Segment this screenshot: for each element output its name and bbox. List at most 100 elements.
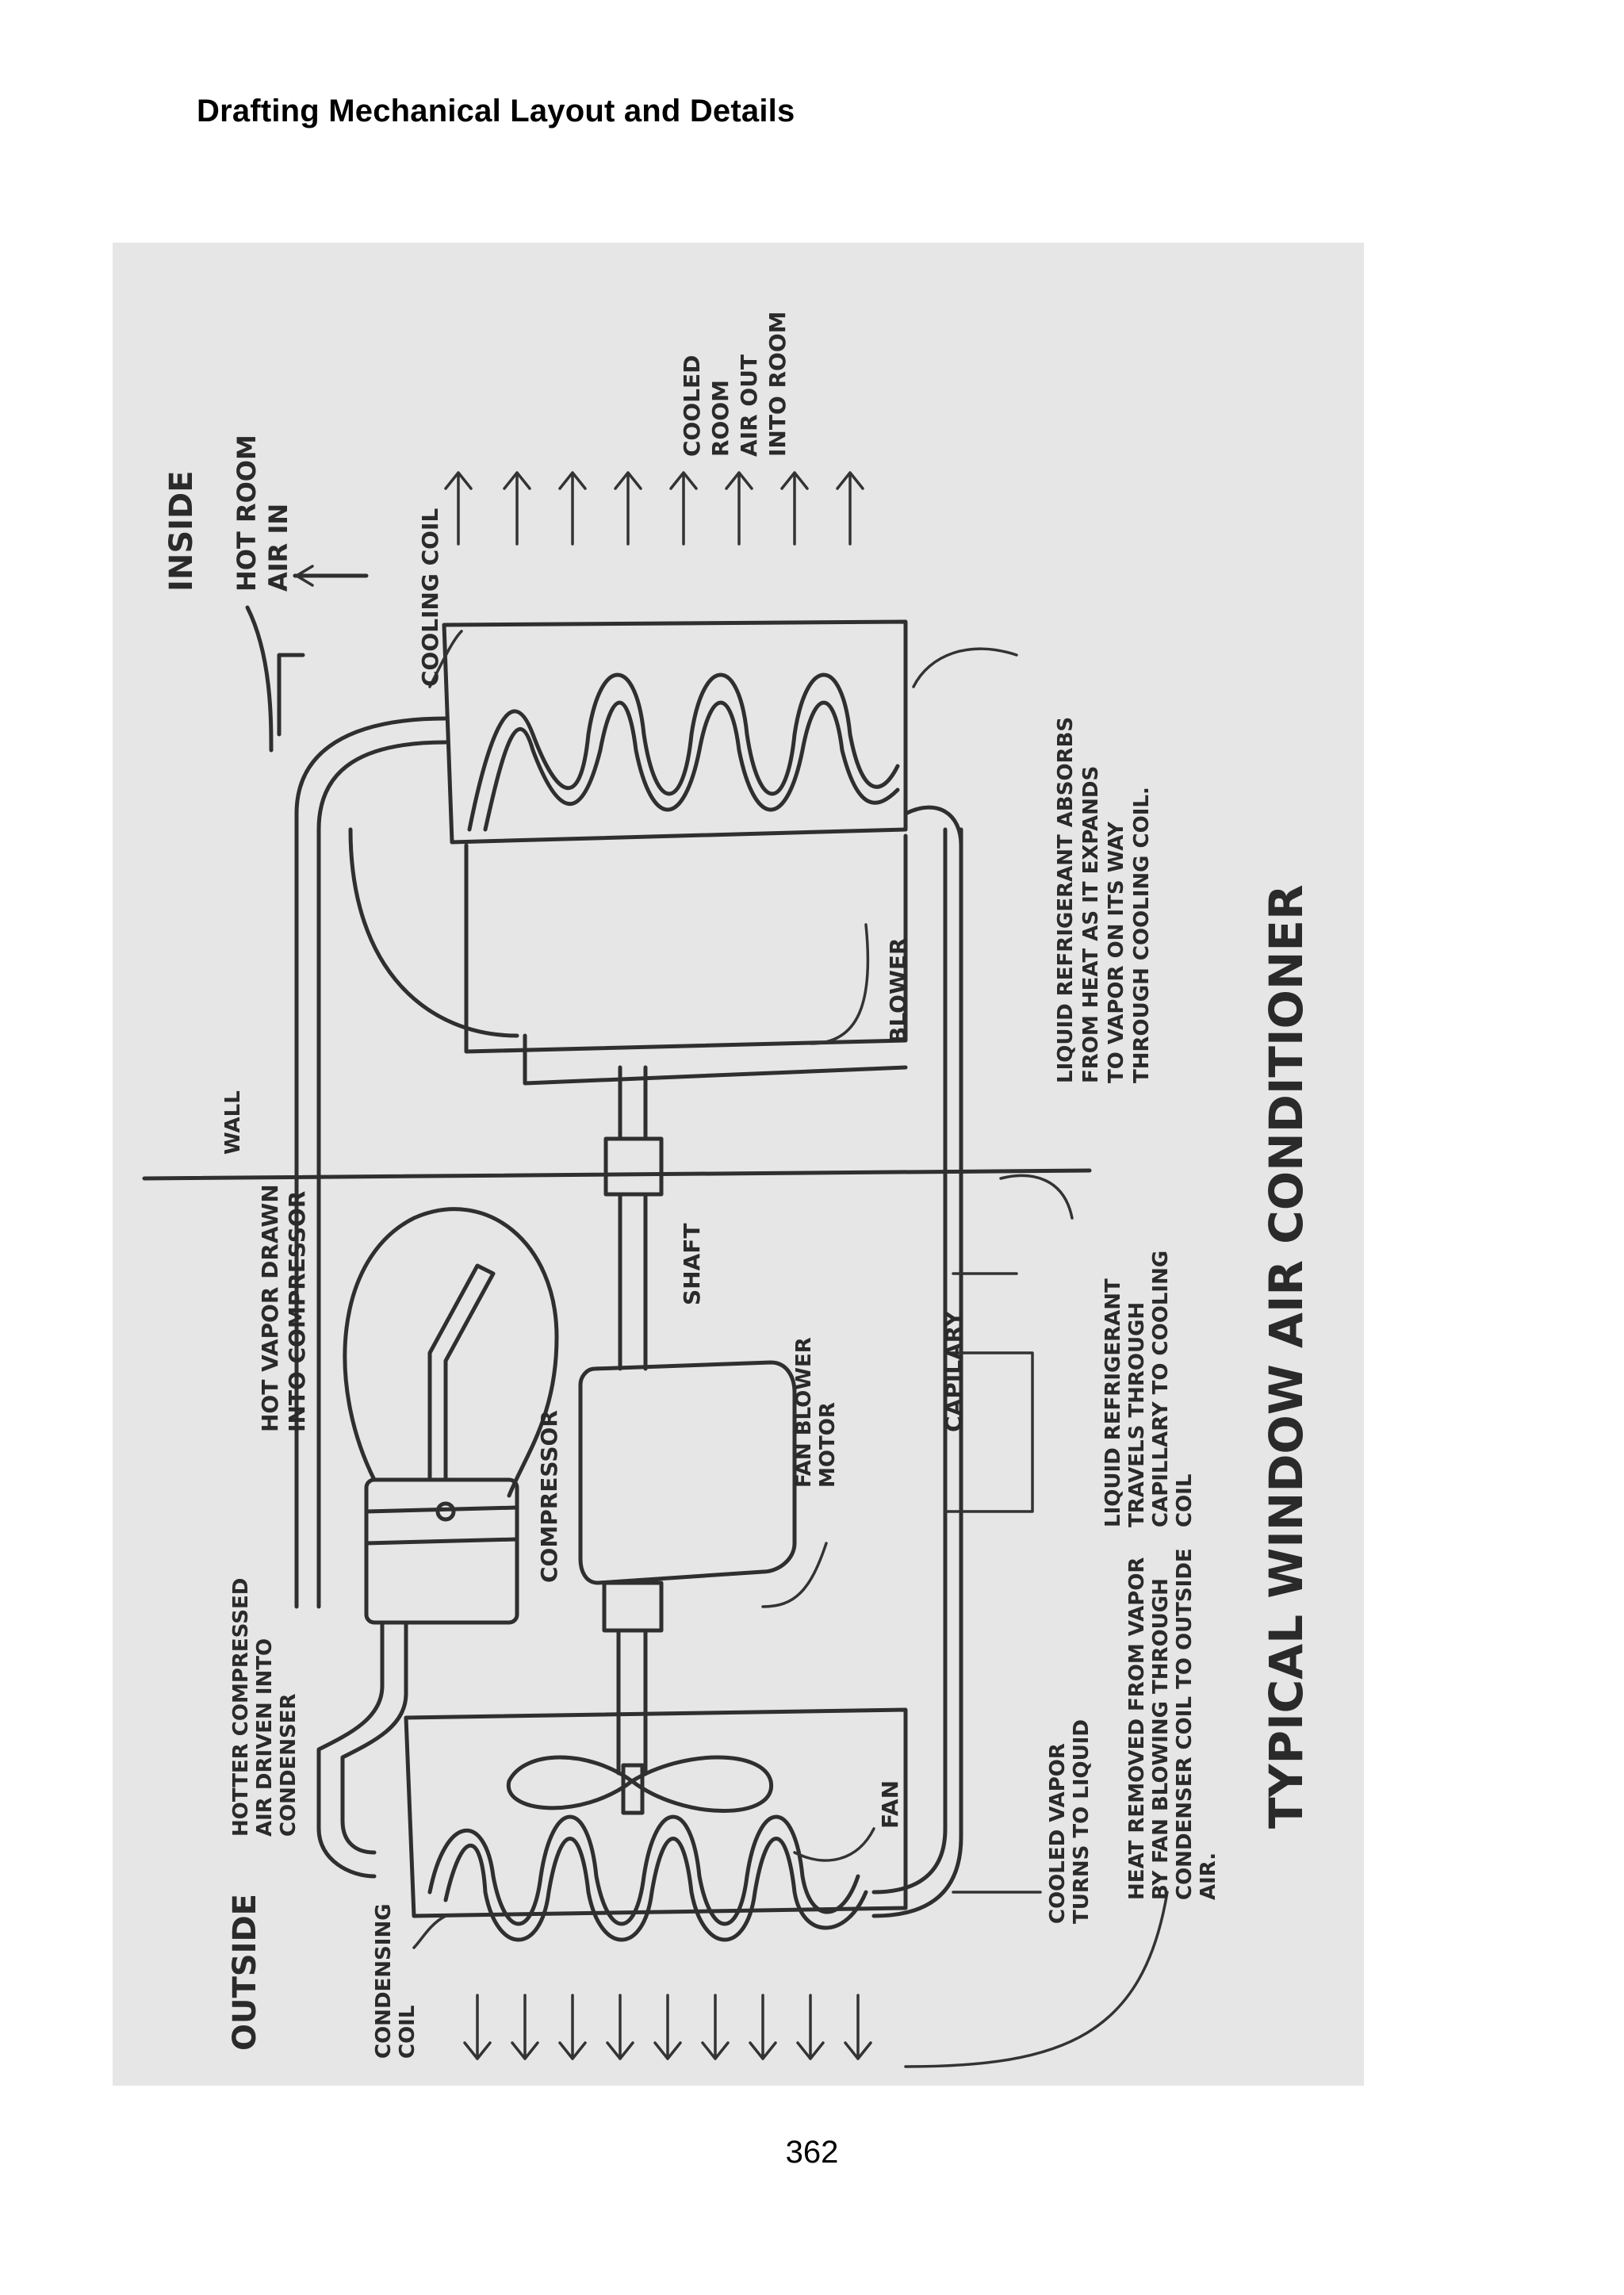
hot-air-arrowhead [295,565,314,587]
svg-text:INTO COMPRESSOR: INTO COMPRESSOR [284,1191,310,1432]
svg-text:CONDENSER: CONDENSER [277,1693,301,1837]
suction-pipe-outer [294,716,448,1609]
label-condensing-coil: CONDENSING COIL [372,1903,419,2059]
label-fan: FAN [877,1780,903,1829]
leader-liquid-absorbs [912,647,1018,688]
page-header: Drafting Mechanical Layout and Details [197,94,795,128]
inside-curve [245,605,274,753]
svg-text:CAPILARY: CAPILARY [940,1310,967,1432]
svg-text:HOTTER COMPRESSED: HOTTER COMPRESSED [229,1578,253,1837]
compressor-piston-rod [427,1263,496,1482]
air-conditioner-sketch: INSIDE HOT ROOM AIR IN COOLED ROOM AIR O… [113,243,1364,2086]
label-heat-removed: HEAT REMOVED FROM VAPOR BY FAN BLOWING T… [1125,1548,1220,1900]
label-cooled-vapor: COOLED VAPOR TURNS TO LIQUID [1046,1719,1094,1924]
svg-text:WALL: WALL [221,1090,245,1155]
svg-text:COMPRESSOR: COMPRESSOR [536,1410,562,1583]
compressor-pin [435,1501,456,1522]
label-fan-blower-motor: FAN BLOWER MOTOR [792,1337,840,1488]
blower-base [523,1033,908,1086]
svg-text:AIR DRIVEN INTO: AIR DRIVEN INTO [253,1638,277,1837]
svg-text:HOT VAPOR DRAWN: HOT VAPOR DRAWN [257,1184,283,1432]
svg-text:HEAT REMOVED FROM VAPOR: HEAT REMOVED FROM VAPOR [1125,1557,1149,1900]
capillary-loop [944,1272,1034,1513]
svg-text:BLOWER: BLOWER [885,937,911,1044]
hot-room-air-arrow [277,653,305,737]
svg-text:HOT ROOM: HOT ROOM [232,435,262,592]
svg-text:THROUGH COOLING COIL.: THROUGH COOLING COIL. [1130,787,1154,1083]
shaft-lower [618,1192,648,1371]
svg-text:BY FAN BLOWING THROUGH: BY FAN BLOWING THROUGH [1149,1578,1173,1900]
leader-cooling-coil [428,630,463,688]
compressor-dome [343,1207,559,1498]
fan-blower-motor-body [578,1360,797,1585]
svg-text:INTO ROOM: INTO ROOM [764,311,791,457]
label-shaft: SHAFT [679,1224,705,1306]
leader-condensing [412,1914,447,1949]
leader-blower [809,923,870,1045]
label-compressor: COMPRESSOR [536,1410,562,1583]
suction-pipe-inner [316,740,448,1609]
label-wall: WALL [221,1090,245,1155]
leader-heat-removed [904,1891,1169,2068]
svg-text:COIL: COIL [1173,1474,1197,1527]
discharge-curve [348,827,519,1038]
svg-text:INSIDE: INSIDE [163,470,200,592]
cooling-coil-serpentine-inner [483,700,900,832]
svg-text:OUTSIDE: OUTSIDE [227,1894,263,2051]
svg-text:TYPICAL WINDOW AIR CONDITIONER: TYPICAL WINDOW AIR CONDITIONER [1259,884,1313,1829]
condenser-coil-box [404,1707,908,1918]
svg-text:TURNS TO LIQUID: TURNS TO LIQUID [1070,1719,1094,1924]
discharge-pipe-inner [340,1620,408,1855]
page-number: 362 [785,2135,839,2170]
fan-blade [506,1755,773,1813]
shaft-to-fan [616,1628,648,1776]
svg-text:COOLED VAPOR: COOLED VAPOR [1046,1743,1070,1924]
capillary-inner [871,827,963,1918]
svg-text:CONDENSING: CONDENSING [372,1903,396,2059]
label-blower: BLOWER [885,937,911,1044]
compressor-rings [364,1505,519,1546]
condenser-serpentine-inner [443,1837,868,1942]
label-title: TYPICAL WINDOW AIR CONDITIONER [1259,884,1313,1829]
leader-fan-motor [761,1542,828,1608]
compressor-base [364,1477,519,1625]
label-hot-vapor: HOT VAPOR DRAWN INTO COMPRESSOR [257,1184,310,1432]
cooling-coil-box [442,619,908,845]
svg-text:COOLING COIL: COOLING COIL [417,508,443,687]
svg-text:COIL: COIL [396,2006,419,2059]
discharge-pipe-outer [316,1620,385,1879]
svg-text:ROOM: ROOM [707,380,733,457]
svg-text:FAN: FAN [877,1780,903,1829]
capillary-outer [871,827,948,1895]
svg-text:COOLED: COOLED [679,355,705,457]
label-cooling-coil: COOLING COIL [417,508,443,687]
outside-air-arrows [463,1994,872,2060]
svg-text:CONDENSER COIL TO OUTSIDE: CONDENSER COIL TO OUTSIDE [1173,1548,1197,1900]
label-inside: INSIDE [163,470,200,592]
leader-fan [793,1827,875,1862]
svg-text:TO VAPOR ON ITS WAY: TO VAPOR ON ITS WAY [1105,821,1128,1083]
label-hot-room-air: HOT ROOM AIR IN [232,435,293,592]
blower-housing [464,833,908,1054]
cooling-coil-serpentine [467,672,900,832]
shaft-coupling [603,1136,664,1197]
svg-text:TRAVELS THROUGH: TRAVELS THROUGH [1125,1302,1149,1527]
svg-text:MOTOR: MOTOR [816,1402,840,1488]
svg-text:AIR IN: AIR IN [263,504,293,592]
label-capillary: CAPILARY [940,1310,967,1432]
sketch-drawing: INSIDE HOT ROOM AIR IN COOLED ROOM AIR O… [142,311,1313,2068]
capillary-top [903,805,963,848]
svg-text:AIR.: AIR. [1197,1852,1220,1900]
svg-text:FROM HEAT AS IT EXPANDS: FROM HEAT AS IT EXPANDS [1079,766,1103,1083]
motor-hub [602,1580,664,1633]
label-hotter-compressed: HOTTER COMPRESSED AIR DRIVEN INTO CONDEN… [229,1578,301,1837]
label-liquid-travels: LIQUID REFRIGERANT TRAVELS THROUGH CAPIL… [1101,1251,1197,1527]
leader-liquid-travels [999,1174,1074,1220]
cooled-air-arrows [444,471,864,546]
svg-text:CAPILLARY TO COOLING: CAPILLARY TO COOLING [1149,1251,1173,1527]
shaft-upper [618,1065,648,1141]
fan-hub [621,1763,645,1815]
svg-text:SHAFT: SHAFT [679,1224,705,1306]
svg-text:LIQUID REFRIGERANT: LIQUID REFRIGERANT [1101,1278,1125,1527]
svg-text:AIR OUT: AIR OUT [736,354,762,457]
